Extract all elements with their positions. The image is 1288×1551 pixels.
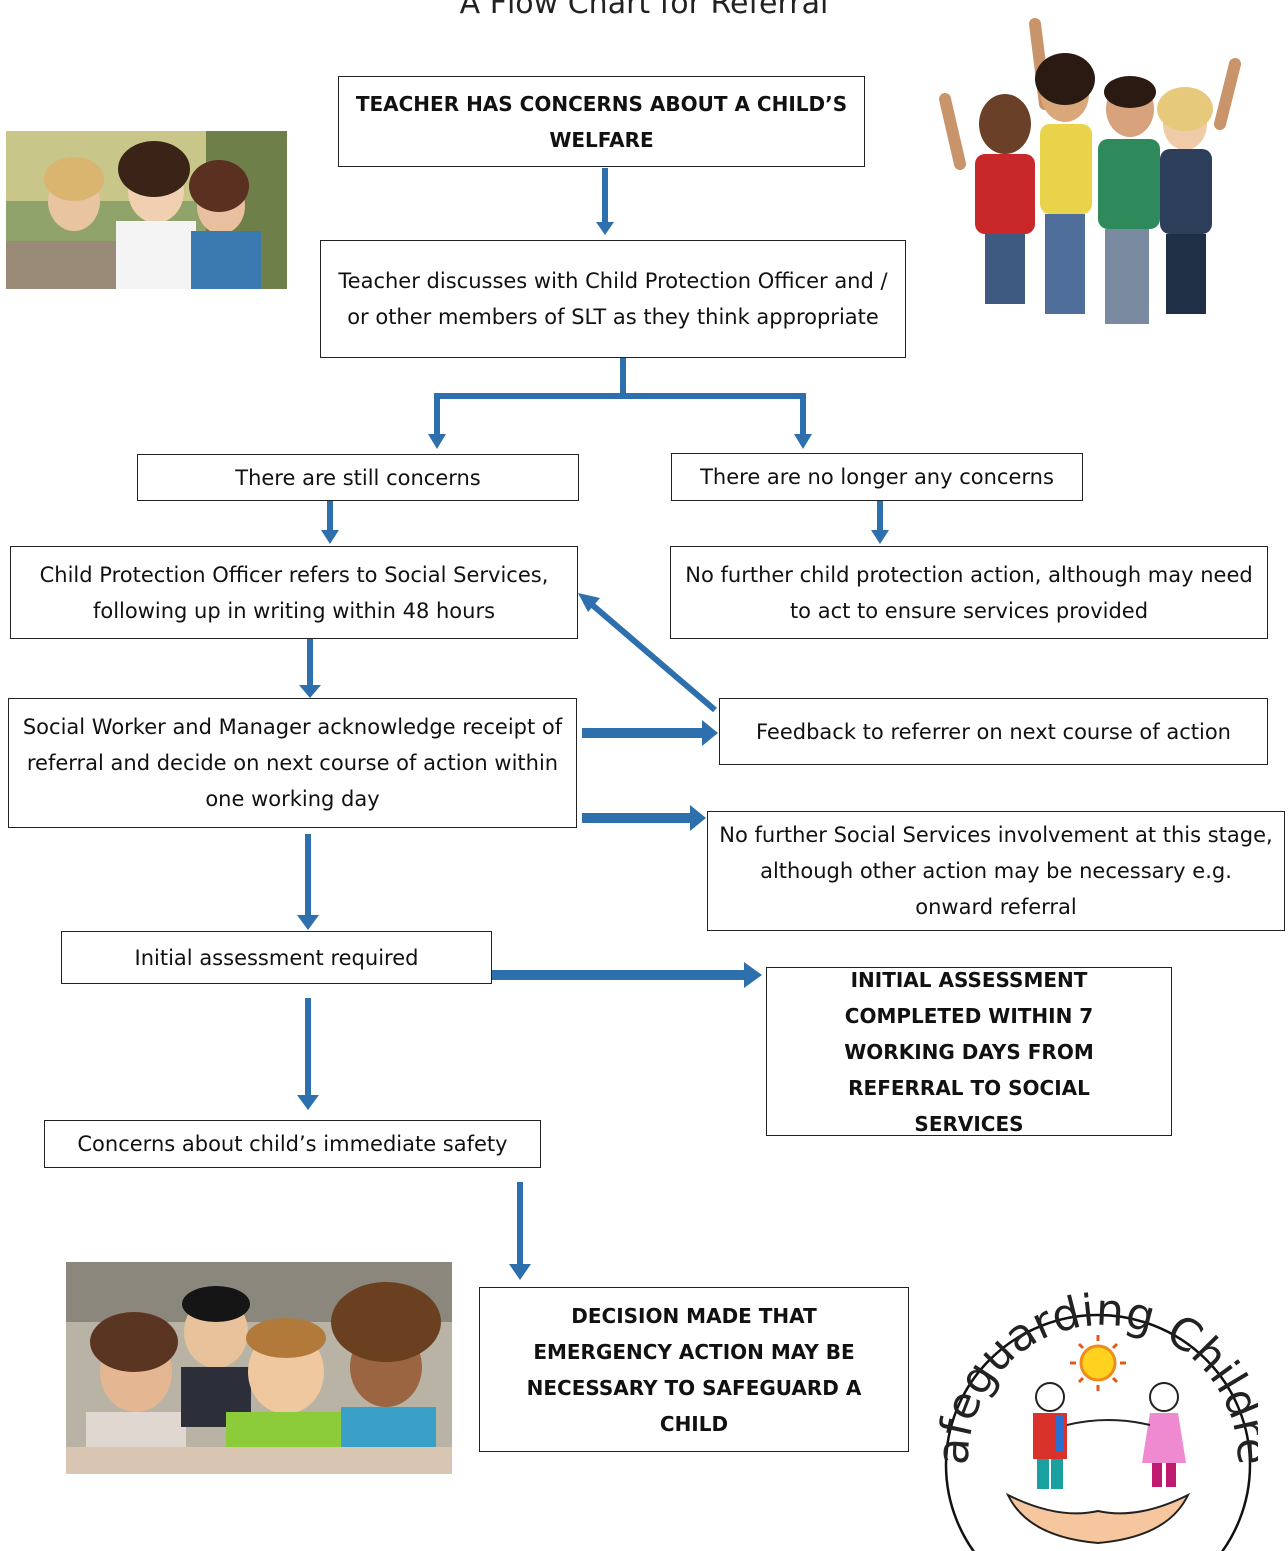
girl-figure-icon: [1142, 1382, 1186, 1487]
node-teacher-discusses: Teacher discusses with Child Protection …: [320, 240, 906, 358]
node-immediate-safety: Concerns about child’s immediate safety: [44, 1120, 541, 1168]
arrowhead: [509, 1264, 531, 1280]
photo-three-girls: [6, 131, 287, 289]
photo-smiling-kids: [66, 1262, 452, 1474]
arrowhead: [702, 720, 718, 746]
arrow-split: [434, 358, 806, 437]
hands-icon: [1005, 1492, 1191, 1545]
arrowhead: [428, 434, 446, 449]
arrowhead: [578, 593, 600, 612]
photo-cheering-teens: [930, 14, 1250, 334]
node-emergency-action: DECISION MADE THAT EMERGENCY ACTION MAY …: [479, 1287, 909, 1452]
node-no-further-ss: No further Social Services involvement a…: [707, 811, 1285, 931]
arrowhead: [690, 805, 706, 831]
node-no-concerns: There are no longer any concerns: [671, 453, 1083, 501]
node-still-concerns: There are still concerns: [137, 454, 579, 501]
node-sw-acknowledge: Social Worker and Manager acknowledge re…: [8, 698, 577, 828]
page-title: A Flow Chart for Referral: [459, 0, 829, 21]
node-teacher-concerns: TEACHER HAS CONCERNS ABOUT A CHILD’S WEL…: [338, 76, 865, 167]
arrowhead: [297, 915, 319, 930]
arrowhead: [299, 685, 321, 698]
arrowhead: [794, 434, 812, 449]
arrowhead: [744, 962, 762, 988]
node-initial-required: Initial assessment required: [61, 931, 492, 984]
arrow-feedback-to-cpo: [588, 600, 717, 713]
node-initial-completed: INITIAL ASSESSMENT COMPLETED WITHIN 7 WO…: [766, 967, 1172, 1136]
boy-figure-icon: [1033, 1382, 1067, 1489]
node-feedback: Feedback to referrer on next course of a…: [719, 698, 1268, 765]
arrowhead: [871, 530, 889, 544]
node-no-further-cp: No further child protection action, alth…: [670, 546, 1268, 639]
arrowhead: [297, 1095, 319, 1110]
sun-icon: [1079, 1344, 1117, 1382]
node-cpo-refers: Child Protection Officer refers to Socia…: [10, 546, 578, 639]
arrowhead: [321, 530, 339, 544]
arrowhead: [596, 222, 614, 235]
safeguarding-children-logo: Safeguarding Children: [938, 1285, 1258, 1551]
